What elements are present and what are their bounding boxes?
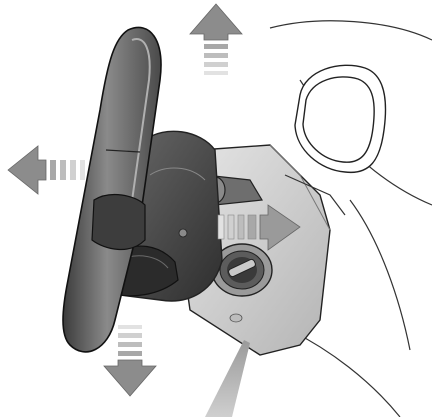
pointer-callout — [205, 340, 250, 417]
side-mirror — [294, 64, 387, 174]
arrow-up-icon — [189, 3, 243, 75]
arrow-down-icon — [103, 325, 157, 397]
arrow-right-icon — [217, 204, 301, 251]
steering-wheel — [62, 26, 162, 353]
arrow-left-icon — [7, 145, 85, 195]
